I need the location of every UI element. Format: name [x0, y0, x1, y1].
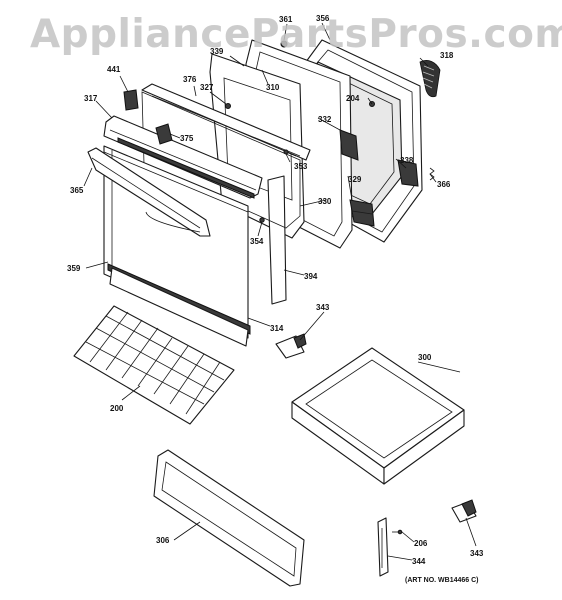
- callout-200[interactable]: 200: [110, 404, 124, 413]
- door-gasket[interactable]: [419, 60, 441, 98]
- callout-306[interactable]: 306: [156, 536, 170, 545]
- drawer-slide-clip-lower[interactable]: [451, 499, 477, 523]
- door-bottom-trim[interactable]: [107, 263, 251, 347]
- callout-310[interactable]: 310: [266, 83, 280, 92]
- storage-drawer[interactable]: [291, 347, 465, 485]
- callout-330[interactable]: 330: [318, 197, 332, 206]
- callout-354[interactable]: 354: [250, 237, 264, 246]
- callout-300[interactable]: 300: [418, 353, 432, 362]
- door-hinge-right[interactable]: [349, 199, 375, 227]
- drawer-front-panel[interactable]: [153, 449, 305, 587]
- art-number-label: (ART NO. WB14466 C): [405, 577, 479, 584]
- callout-327[interactable]: 327: [200, 83, 214, 92]
- callout-343-upper[interactable]: 343: [316, 303, 330, 312]
- door-top-trim[interactable]: [141, 83, 311, 161]
- callout-329[interactable]: 329: [348, 175, 362, 184]
- callout-353[interactable]: 353: [294, 162, 308, 171]
- screw-354[interactable]: [259, 217, 265, 223]
- door-handle[interactable]: [87, 147, 211, 237]
- door-hinge-left[interactable]: [397, 159, 419, 187]
- callout-376[interactable]: 376: [183, 75, 197, 84]
- oven-rack[interactable]: [73, 305, 235, 425]
- drawer-rail[interactable]: [377, 517, 389, 577]
- callout-375[interactable]: 375: [180, 134, 194, 143]
- door-latch[interactable]: [155, 123, 173, 145]
- callout-332[interactable]: 332: [318, 115, 332, 124]
- callout-339[interactable]: 339: [210, 47, 224, 56]
- drawer-slide-clip-upper[interactable]: [275, 333, 307, 359]
- callout-361[interactable]: 361: [279, 15, 293, 24]
- screw-206[interactable]: [392, 529, 403, 535]
- callout-344[interactable]: 344: [412, 557, 426, 566]
- callout-394[interactable]: 394: [304, 272, 318, 281]
- callout-318[interactable]: 318: [440, 51, 454, 60]
- callout-343-lower[interactable]: 343: [470, 549, 484, 558]
- screw-327[interactable]: [225, 103, 231, 109]
- callout-204[interactable]: 204: [346, 94, 360, 103]
- hinge-cover-441[interactable]: [123, 89, 139, 111]
- control-panel[interactable]: [103, 115, 263, 199]
- callout-441[interactable]: 441: [107, 65, 121, 74]
- callout-338[interactable]: 338: [400, 156, 414, 165]
- callout-365[interactable]: 365: [70, 186, 84, 195]
- leader-lines: [83, 22, 477, 561]
- callout-314[interactable]: 314: [270, 324, 284, 333]
- callout-356[interactable]: 356: [316, 14, 330, 23]
- callout-359[interactable]: 359: [67, 264, 81, 273]
- door-side-trim[interactable]: [267, 175, 287, 305]
- handle-recess: [145, 211, 201, 233]
- callout-206[interactable]: 206: [414, 539, 428, 548]
- callout-317[interactable]: 317: [84, 94, 98, 103]
- screw-361[interactable]: [280, 40, 288, 48]
- callouts: 361 356 339 318 441 376 327 310 317 204 …: [67, 14, 484, 566]
- callout-366[interactable]: 366: [437, 180, 451, 189]
- hinge-bracket-332[interactable]: [339, 129, 359, 161]
